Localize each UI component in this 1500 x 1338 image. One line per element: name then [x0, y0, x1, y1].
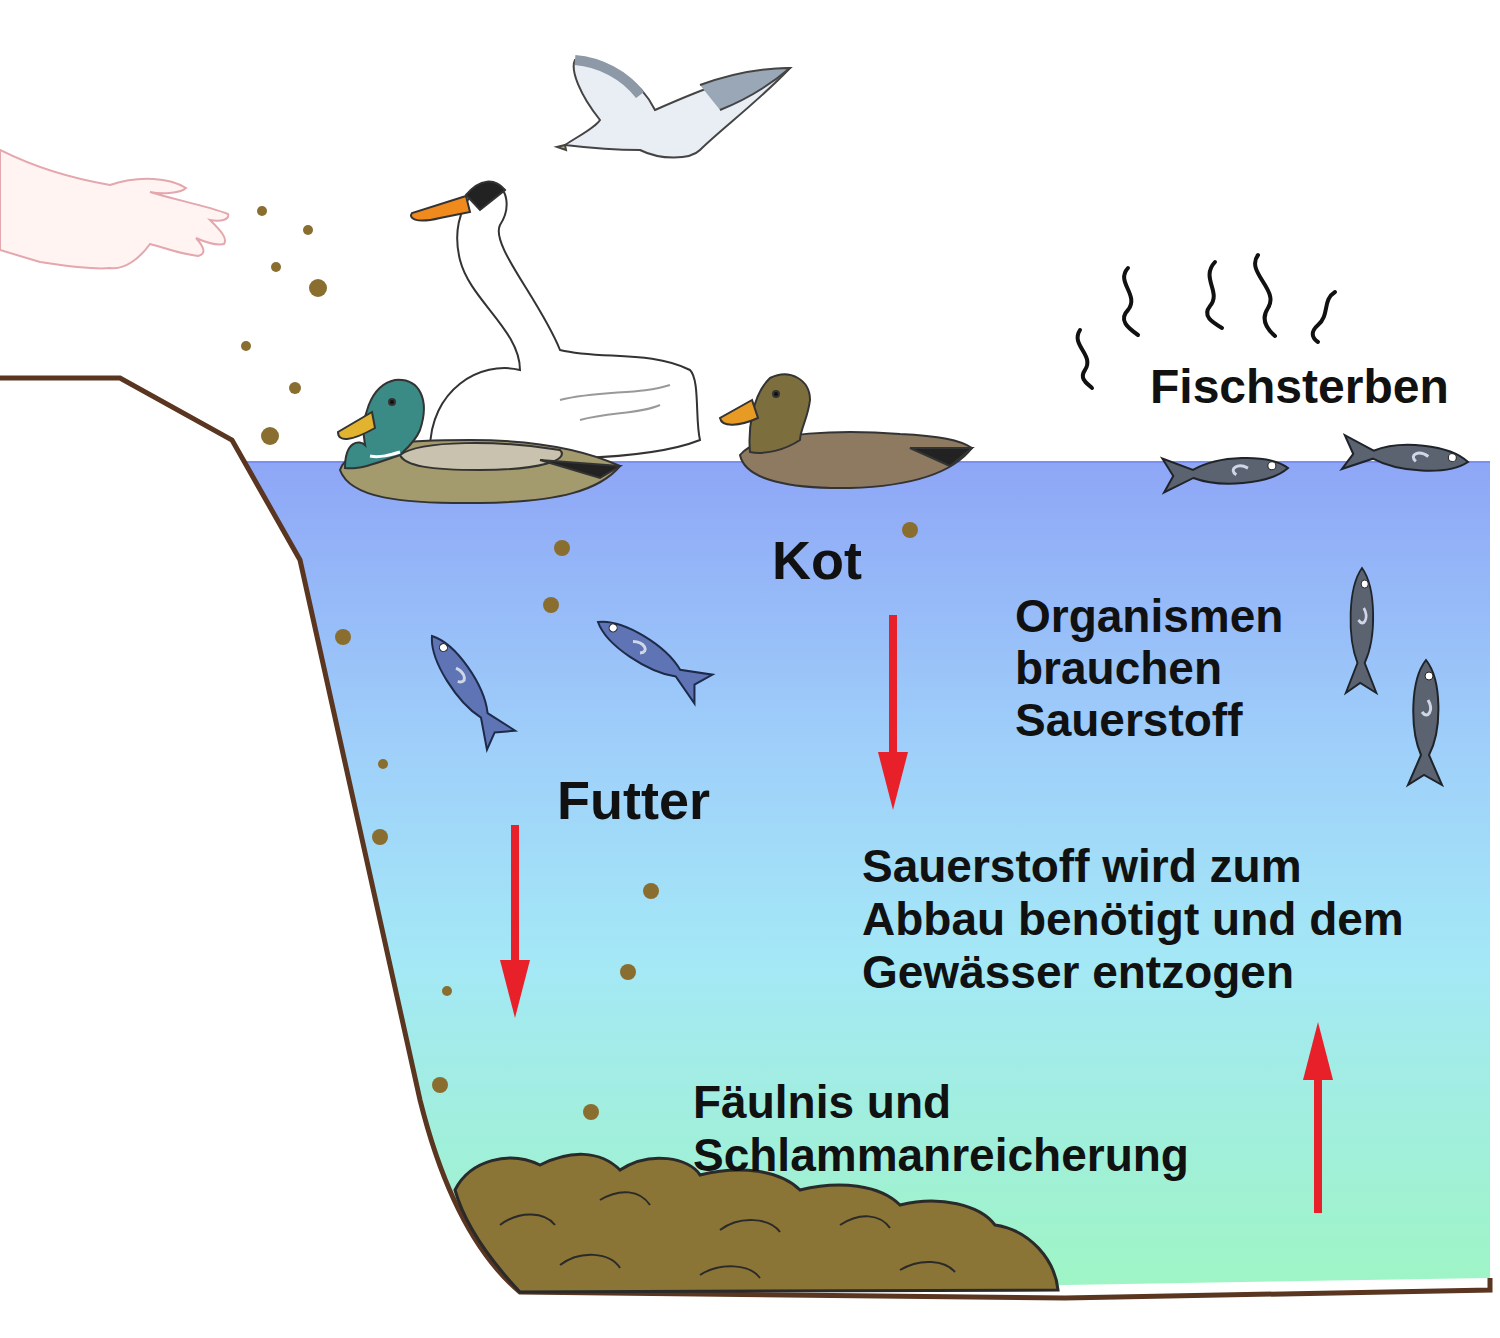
- pond-bank: [0, 378, 1490, 1298]
- pond-label: Fischsterben: [1150, 360, 1449, 414]
- mallard-drake: [338, 380, 620, 503]
- pond-label: Fäulnis und Schlammanreicherung: [693, 1076, 1233, 1182]
- water: [243, 462, 1490, 1292]
- food-particles: [241, 206, 918, 1120]
- sludge-texture: [500, 1192, 955, 1278]
- pond-label: Organismen brauchen Sauerstoff: [1015, 590, 1345, 746]
- swan: [411, 182, 700, 459]
- mallard-hen: [720, 374, 972, 488]
- pond-label: Futter: [557, 770, 710, 830]
- gull: [557, 60, 790, 158]
- pond-label: Kot: [772, 530, 862, 590]
- live-fish: [417, 608, 712, 749]
- pond-label: Sauerstoff wird zum Abbau benötigt und d…: [862, 840, 1437, 999]
- feeding-hand: [0, 150, 228, 268]
